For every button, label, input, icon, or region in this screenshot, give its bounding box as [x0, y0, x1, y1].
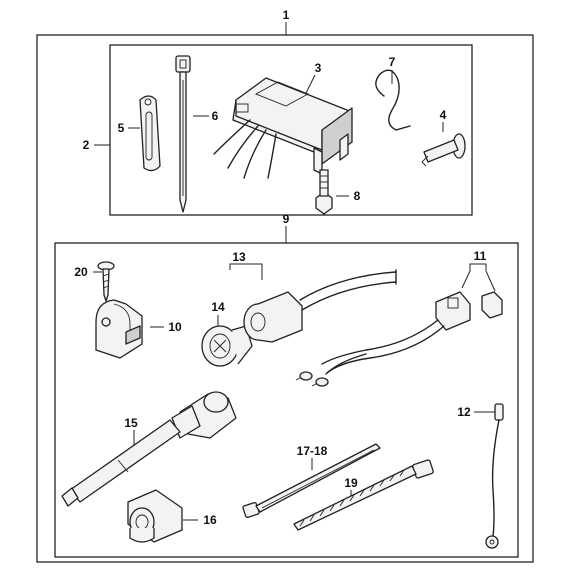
label-13: 13: [232, 250, 246, 264]
part-17-18-cable-tie: [242, 443, 381, 518]
label-19: 19: [344, 476, 358, 490]
outer-frame: [36, 34, 534, 563]
label-17-18: 17-18: [297, 444, 328, 458]
label-6: 6: [212, 109, 219, 123]
part-4-push-rivet: [421, 133, 466, 167]
lower-kit-frame: [54, 242, 519, 558]
part-11-harness: [295, 291, 503, 387]
part-16-grommet: [127, 489, 183, 543]
part-10-cable-clamp: [95, 299, 143, 359]
part-13-connector-cable: [243, 269, 397, 343]
part-5-cable-clip: [139, 95, 161, 172]
label-11: 11: [474, 249, 487, 263]
part-6-cable-tie: [175, 55, 191, 213]
label-12: 12: [457, 405, 471, 419]
part-8-bolt: [315, 169, 333, 215]
label-14: 14: [211, 300, 225, 314]
label-8: 8: [354, 189, 361, 203]
part-12-ground-lead: [485, 403, 504, 549]
leader-lines: [93, 22, 496, 521]
part-15-connector-tube: [61, 391, 237, 507]
part-14-connector-cap: [201, 325, 253, 367]
part-19-cable-tie: [293, 459, 434, 531]
label-20: 20: [74, 265, 88, 279]
label-7: 7: [389, 55, 396, 69]
label-16: 16: [203, 513, 217, 527]
label-10: 10: [168, 320, 182, 334]
label-5: 5: [118, 121, 125, 135]
label-3: 3: [315, 61, 322, 75]
label-15: 15: [124, 416, 138, 430]
label-1: 1: [283, 8, 290, 22]
part-20-screw: [97, 261, 115, 302]
part-7-loop-clamp: [375, 69, 411, 131]
part-3-control-box: [213, 77, 353, 179]
label-2: 2: [83, 138, 90, 152]
label-9: 9: [283, 212, 290, 226]
label-4: 4: [440, 108, 447, 122]
upper-kit-frame: [109, 44, 473, 216]
